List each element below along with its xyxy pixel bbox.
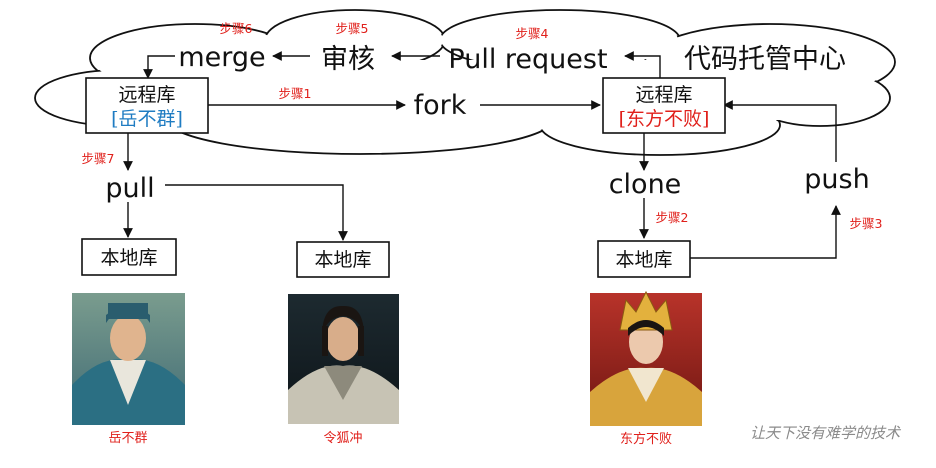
watermark-text: 让天下没有难学的技术 (750, 424, 902, 442)
step-4-label: 步骤4 (516, 26, 549, 41)
remote-repo-left: 远程库 [岳不群] (85, 77, 209, 134)
step-2-label: 步骤2 (656, 210, 689, 225)
caption-yuebuqun: 岳不群 (108, 431, 147, 446)
remote-repo-left-title: 远程库 (118, 84, 175, 106)
pull-label: pull (105, 173, 154, 204)
step-1-label: 步骤1 (279, 86, 312, 101)
caption-dongfangbubai: 东方不败 (620, 431, 672, 447)
local-repo-1-label: 本地库 (100, 247, 157, 269)
arrow-local3-to-push (690, 205, 841, 259)
remote-repo-right-owner: [东方不败] (619, 108, 710, 130)
connectors (123, 51, 841, 259)
hosting-center-label: 代码托管中心 (684, 44, 846, 75)
remote-repo-right-title: 远程库 (635, 84, 692, 106)
review-label: 审核 (321, 44, 375, 75)
remote-repo-left-owner: [岳不群] (111, 108, 183, 130)
step-6-label: 步骤6 (220, 21, 253, 36)
step-3-label: 步骤3 (850, 216, 883, 231)
local-repo-2-label: 本地库 (314, 249, 371, 271)
arrow-right-to-pr (624, 51, 661, 80)
portrait-scholar-icon (72, 293, 185, 425)
local-repo-2: 本地库 (296, 241, 390, 278)
arrow-merge-to-left (143, 55, 175, 79)
clone-label: clone (609, 169, 682, 200)
local-repo-3-label: 本地库 (615, 249, 672, 271)
push-label: push (804, 164, 869, 195)
step-7-label: 步骤7 (82, 151, 115, 166)
portrait-swordsman-icon (288, 294, 399, 424)
step-5-label: 步骤5 (336, 21, 369, 36)
fork-label: fork (414, 90, 467, 121)
merge-label: merge (178, 42, 265, 73)
arrow-push-to-right (723, 100, 837, 162)
portrait-empress-icon (590, 290, 702, 426)
caption-linghuchong: 令狐冲 (323, 431, 362, 446)
remote-repo-right: 远程库 [东方不败] (602, 77, 726, 134)
local-repo-1: 本地库 (81, 238, 177, 276)
arrow-pull-to-local2 (165, 184, 348, 241)
pull-request-label: Pull request (448, 44, 607, 75)
local-repo-3: 本地库 (597, 240, 691, 278)
